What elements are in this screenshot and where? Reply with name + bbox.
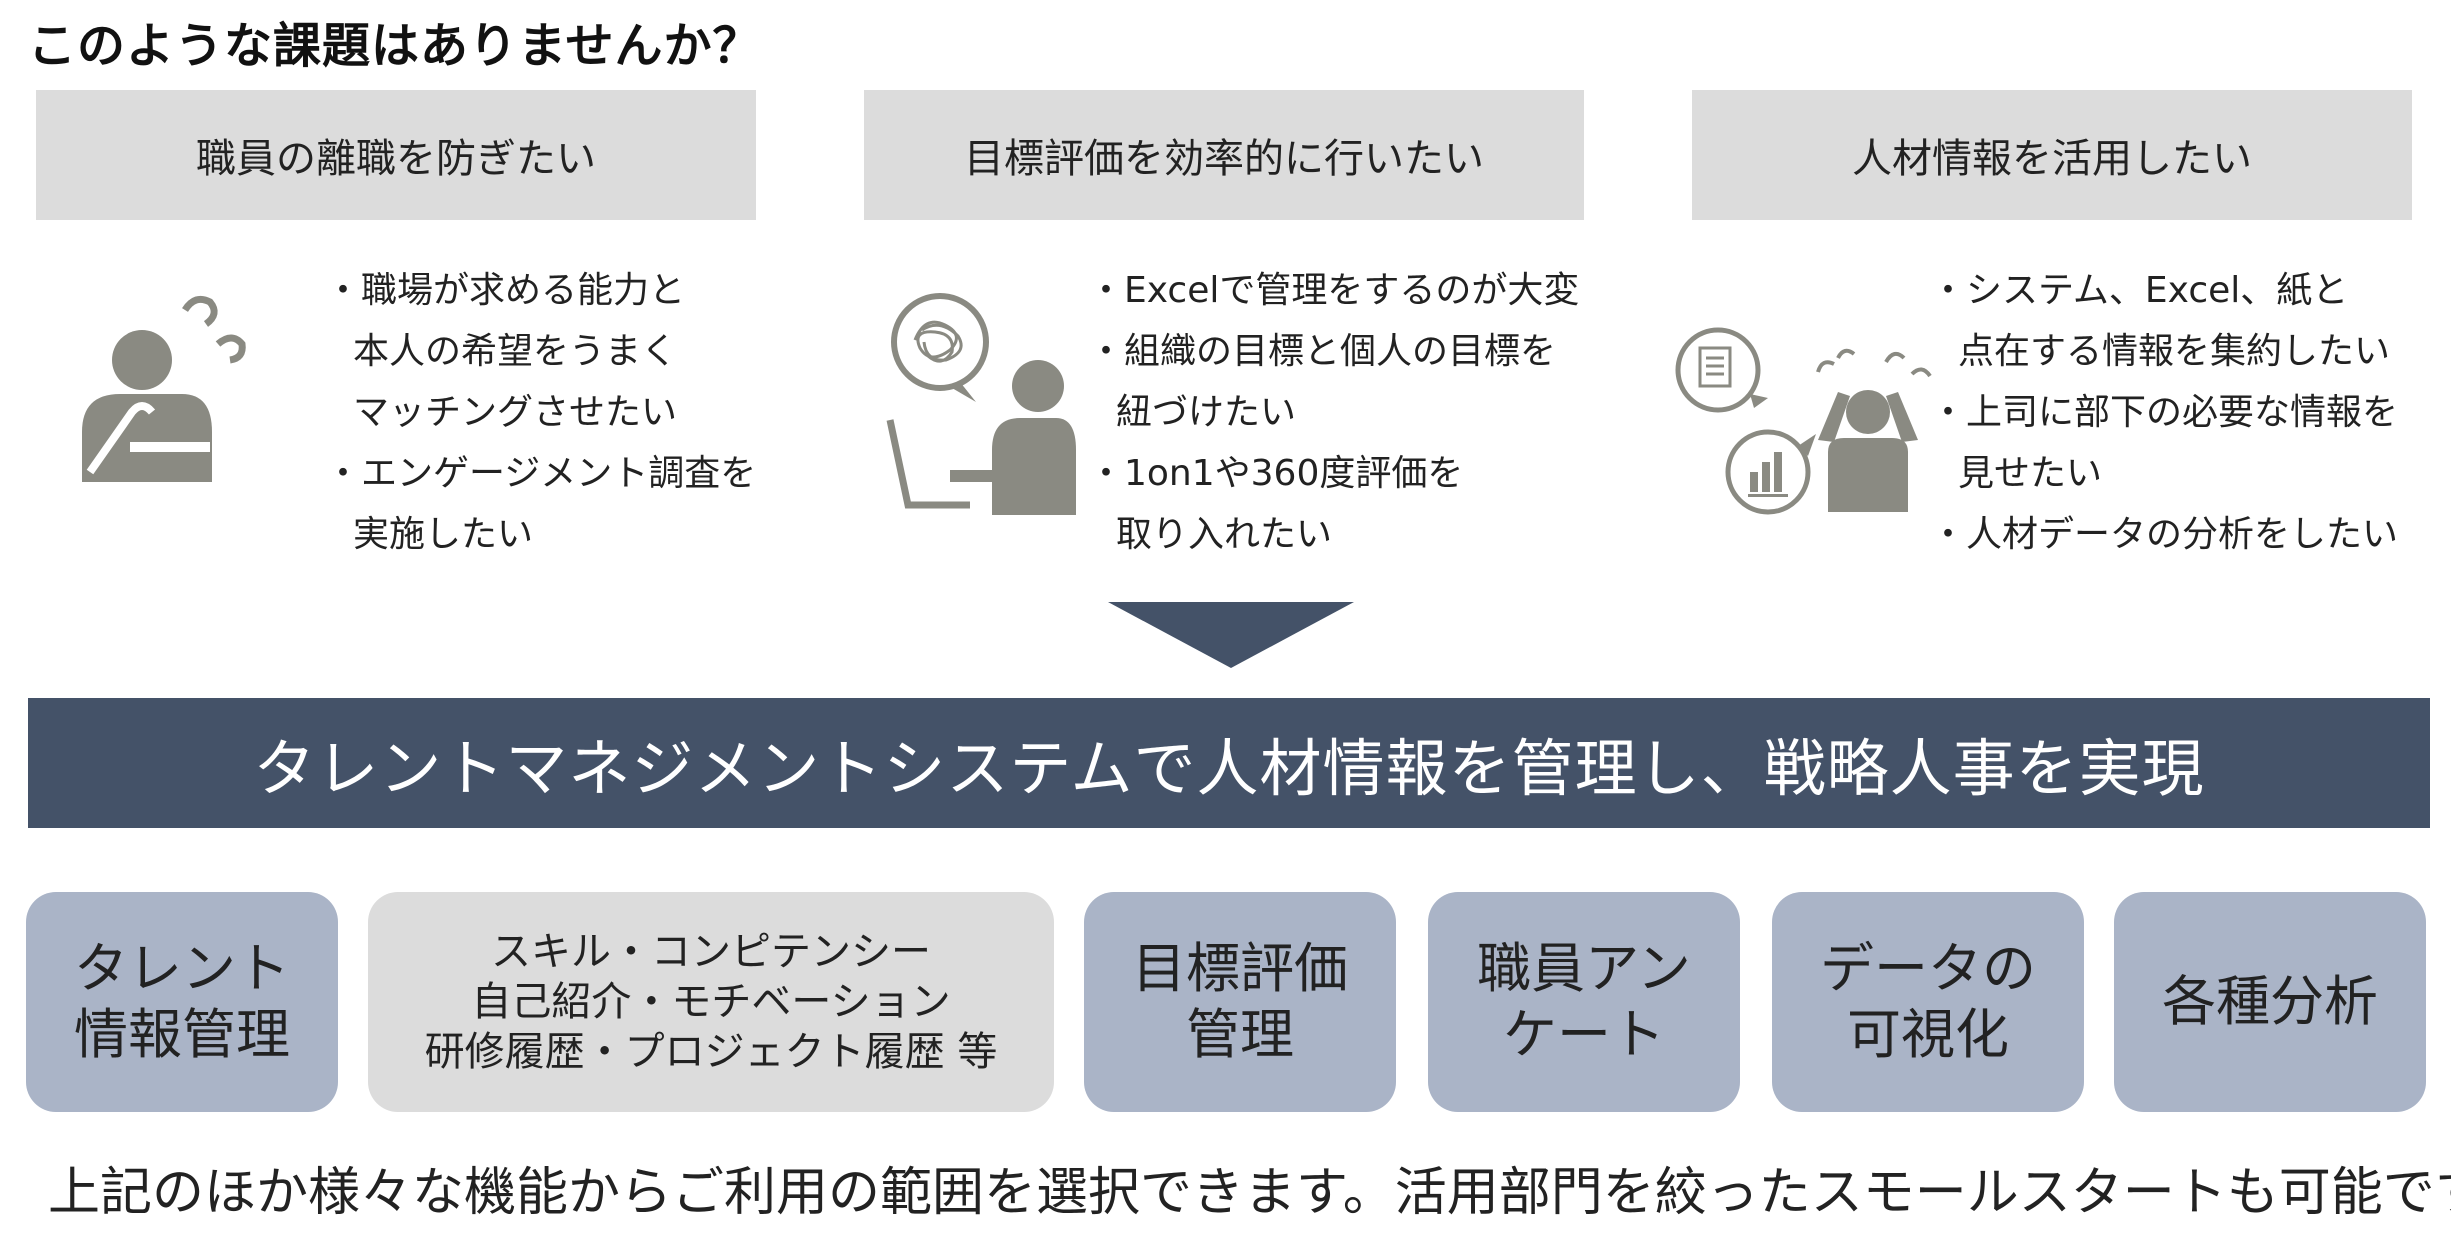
issue-header-evaluation: 目標評価を効率的に行いたい — [864, 90, 1584, 220]
issue-line: ・エンゲージメント調査を — [325, 453, 757, 494]
feature-talent-details: スキル・コンピテンシー 自己紹介・モチベーション 研修履歴・プロジェクト履歴 等 — [368, 892, 1054, 1112]
feature-label: タレント — [74, 937, 290, 1000]
feature-talent-info: タレント 情報管理 — [26, 892, 338, 1112]
feature-label: 自己紹介・モチベーション — [471, 979, 951, 1025]
issue-line: 点在する情報を集約したい — [1958, 331, 2391, 372]
issue-line: ・1on1や360度評価を — [1088, 453, 1464, 494]
issue-header-talent-data: 人材情報を活用したい — [1692, 90, 2412, 220]
feature-analytics: 各種分析 — [2114, 892, 2426, 1112]
feature-label: 各種分析 — [2162, 970, 2378, 1033]
issue-header-turnover: 職員の離職を防ぎたい — [36, 90, 756, 220]
issue-line: 紐づけたい — [1116, 392, 1297, 433]
feature-label: 研修履歴・プロジェクト履歴 等 — [424, 1029, 998, 1075]
feature-employee-survey: 職員アン ケート — [1428, 892, 1740, 1112]
issue-line: ・システム、Excel、紙と — [1930, 270, 2349, 311]
feature-label: 可視化 — [1847, 1003, 2009, 1066]
issue-body-turnover: ・職場が求める能力と 本人の希望をうまく マッチングさせたい ・エンゲージメント… — [325, 260, 756, 565]
down-arrow-icon — [1108, 602, 1354, 668]
issue-body-talent-data: ・システム、Excel、紙と 点在する情報を集約したい ・上司に部下の必要な情報… — [1930, 260, 2398, 565]
feature-label: 目標評価 — [1132, 937, 1348, 1000]
issue-line: 実施したい — [353, 514, 534, 555]
solution-banner: タレントマネジメントシステムで人材情報を管理し、戦略人事を実現 — [28, 698, 2430, 828]
issue-line: 本人の希望をうまく — [353, 331, 678, 372]
person-at-laptop-icon — [886, 293, 1076, 515]
feature-data-visualization: データの 可視化 — [1772, 892, 2084, 1112]
thinking-person-icon — [82, 295, 246, 482]
feature-label: スキル・コンピテンシー — [491, 929, 931, 975]
issue-line: ・組織の目標と個人の目標を — [1088, 331, 1557, 372]
feature-label: 職員アン — [1477, 937, 1691, 1000]
issue-line: ・Excelで管理をするのが大変 — [1088, 270, 1580, 311]
issue-line: マッチングさせたい — [353, 392, 678, 433]
page-title: このような課題はありませんか？ — [28, 18, 762, 74]
stressed-person-icon — [1675, 327, 1932, 515]
issue-line: 見せたい — [1958, 453, 2103, 494]
issue-line: ・上司に部下の必要な情報を — [1930, 392, 2399, 433]
issue-body-evaluation: ・Excelで管理をするのが大変 ・組織の目標と個人の目標を 紐づけたい ・1o… — [1088, 260, 1579, 565]
feature-goal-evaluation: 目標評価 管理 — [1084, 892, 1396, 1112]
issue-line: ・人材データの分析をしたい — [1930, 514, 2399, 555]
feature-label: 管理 — [1186, 1003, 1294, 1066]
issue-line: ・職場が求める能力と — [325, 270, 686, 311]
footer-note: 上記のほか様々な機能からご利用の範囲を選択できます。活用部門を絞ったスモールスタ… — [48, 1163, 2451, 1223]
feature-label: データの — [1820, 937, 2036, 1000]
issue-line: 取り入れたい — [1116, 514, 1333, 555]
feature-label: ケート — [1503, 1003, 1665, 1066]
feature-label: 情報管理 — [74, 1003, 290, 1066]
